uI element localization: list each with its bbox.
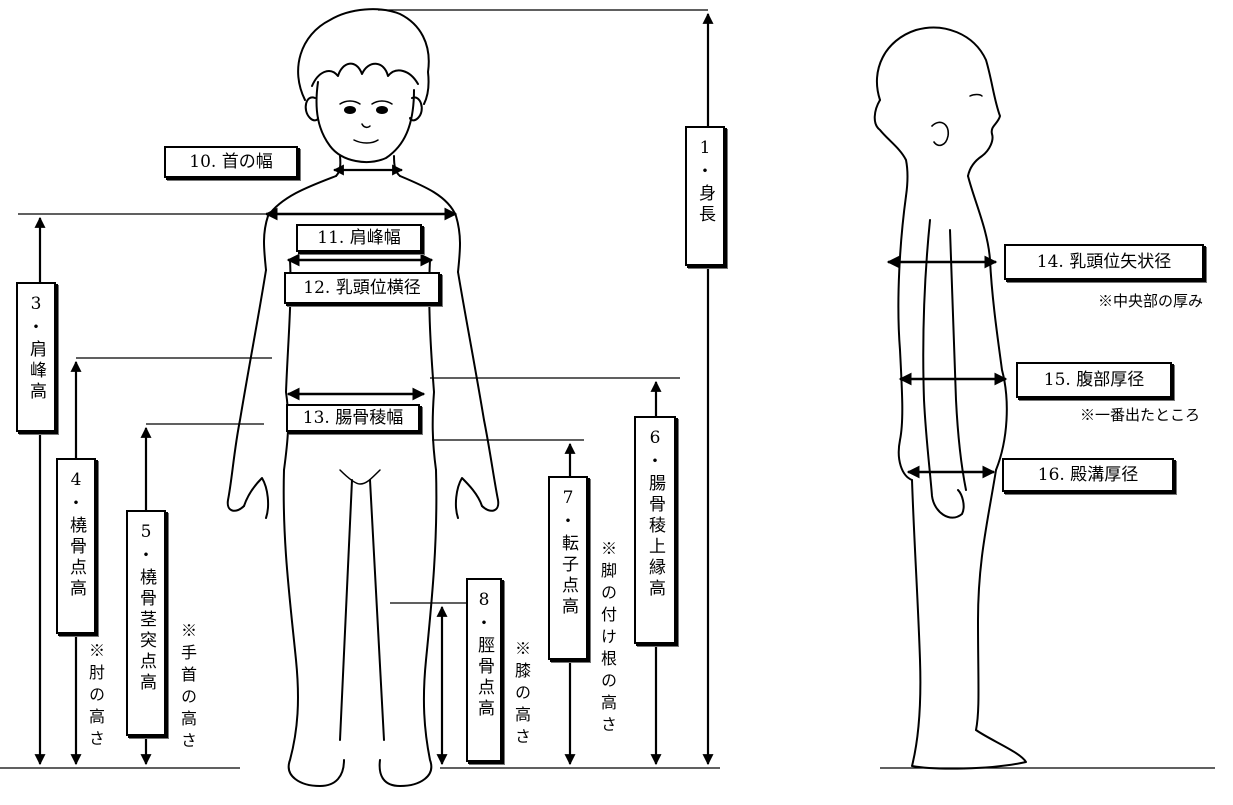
- label-iliac-crest-height: 6・腸骨稜上縁高: [634, 416, 676, 644]
- note-wrist: ※手首の高さ: [176, 622, 198, 754]
- label-trochanter-height: 7・転子点高: [548, 476, 588, 660]
- label-radiale-height: 4・橈骨点高: [56, 458, 96, 634]
- label-chest-depth: 14. 乳頭位矢状径: [1004, 244, 1204, 280]
- child-front-figure: [228, 9, 499, 786]
- label-height: 1・身長: [685, 126, 725, 266]
- note-knee: ※膝の高さ: [510, 640, 532, 750]
- label-iliac-width: 13. 腸骨稜幅: [286, 404, 420, 432]
- label-abdomen-depth: 15. 腹部厚径: [1016, 362, 1172, 398]
- note-leg-base: ※脚の付け根の高さ: [596, 540, 618, 738]
- label-shoulder-width: 11. 肩峰幅: [296, 224, 422, 252]
- child-side-figure: [875, 28, 1026, 769]
- label-shoulder-height: 3・肩峰高: [16, 282, 56, 432]
- label-neck-width: 10. 首の幅: [164, 146, 298, 178]
- label-tibiale-height: 8・脛骨点高: [466, 578, 502, 762]
- note-abdomen-most: ※一番出たところ: [1080, 404, 1200, 425]
- note-chest-center: ※中央部の厚み: [1098, 290, 1203, 311]
- label-stylion-height: 5・橈骨茎突点高: [126, 510, 166, 736]
- note-elbow: ※肘の高さ: [84, 642, 106, 752]
- label-chest-width: 12. 乳頭位横径: [284, 272, 440, 304]
- label-buttock-depth: 16. 殿溝厚径: [1002, 458, 1174, 492]
